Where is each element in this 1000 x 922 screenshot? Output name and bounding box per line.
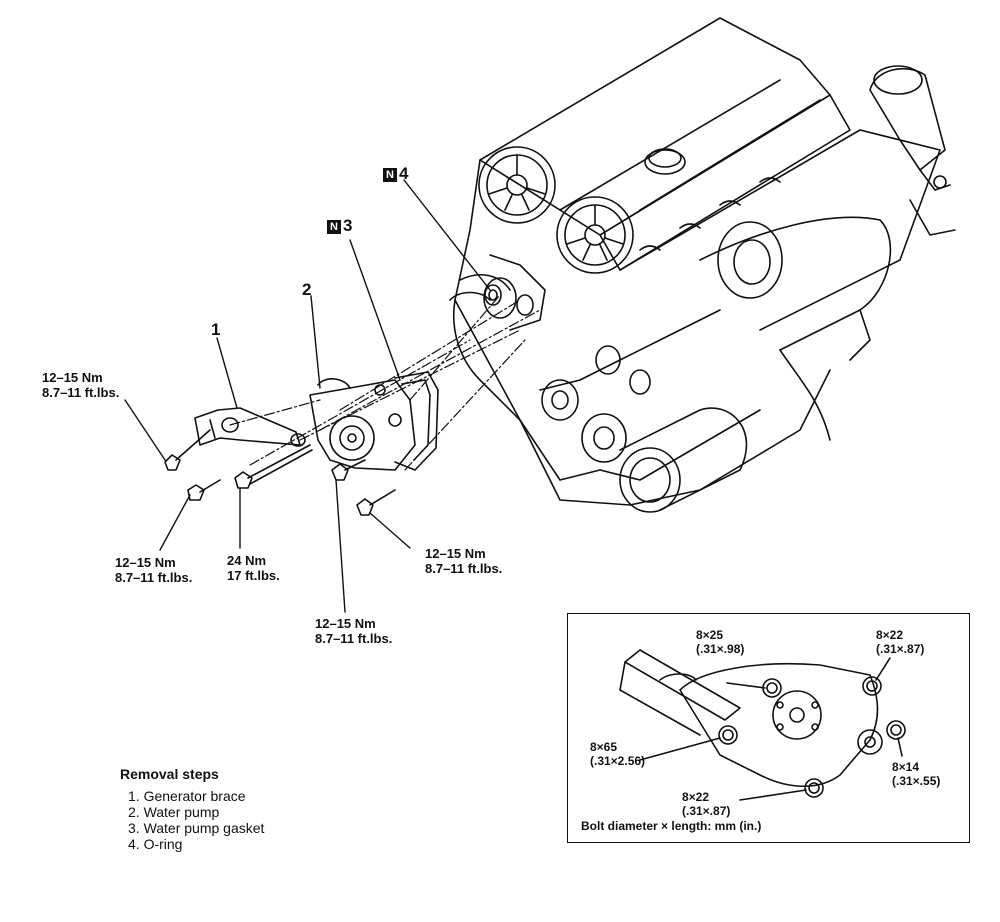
- o-ring: [484, 284, 502, 306]
- list-item: 4. O-ring: [128, 836, 183, 852]
- bolt-lower: [187, 479, 221, 501]
- removal-steps: Removal steps 1. Generator brace 2. Wate…: [120, 766, 264, 852]
- generator-brace: [194, 407, 306, 447]
- inset-bolt-label: 8×65 (.31×2.56): [590, 740, 646, 768]
- alignment-lines: [229, 294, 541, 471]
- inset-pump-drawing: [619, 649, 906, 801]
- inset-bolt-label: 8×14 (.31×.55): [892, 760, 941, 788]
- torque-label-pump-right-bolt: 12–15 Nm 8.7–11 ft.lbs.: [425, 546, 503, 576]
- new-part-badge: N: [383, 168, 397, 182]
- inset-caption: Bolt diameter × length: mm (in.): [581, 819, 762, 833]
- removal-steps-title: Removal steps: [120, 766, 219, 782]
- inset-bolt-label: 8×22 (.31×.87): [682, 790, 731, 818]
- torque-label-lower-bolt: 12–15 Nm 8.7–11 ft.lbs.: [115, 555, 193, 585]
- list-item: 1. Generator brace: [128, 788, 246, 804]
- bolt-brace: [164, 429, 211, 471]
- list-item: 2. Water pump: [128, 804, 220, 820]
- bolt-long: [234, 444, 313, 489]
- new-part-badge: N: [327, 220, 341, 234]
- bolt-pump-bottom: [331, 459, 366, 481]
- list-item: 3. Water pump gasket: [128, 820, 265, 836]
- inset-bolt-label: 8×22 (.31×.87): [876, 628, 925, 656]
- inset-bolt-label: 8×25 (.31×.98): [696, 628, 745, 656]
- torque-label-long-bolt: 24 Nm 17 ft.lbs.: [227, 553, 280, 583]
- water-pump: [309, 378, 416, 471]
- torque-label-brace-bolt: 12–15 Nm 8.7–11 ft.lbs.: [42, 370, 120, 400]
- torque-label-pump-bottom-bolt: 12–15 Nm 8.7–11 ft.lbs.: [315, 616, 393, 646]
- callout-1: 1: [211, 320, 221, 339]
- bolt-pump-right: [356, 489, 396, 516]
- callout-2: 2: [302, 280, 312, 299]
- bolt-size-inset: [567, 613, 970, 843]
- leader-lines: [124, 179, 491, 613]
- engine-illustration: [449, 17, 956, 513]
- removal-steps-list: 1. Generator brace 2. Water pump 3. Wate…: [120, 788, 264, 852]
